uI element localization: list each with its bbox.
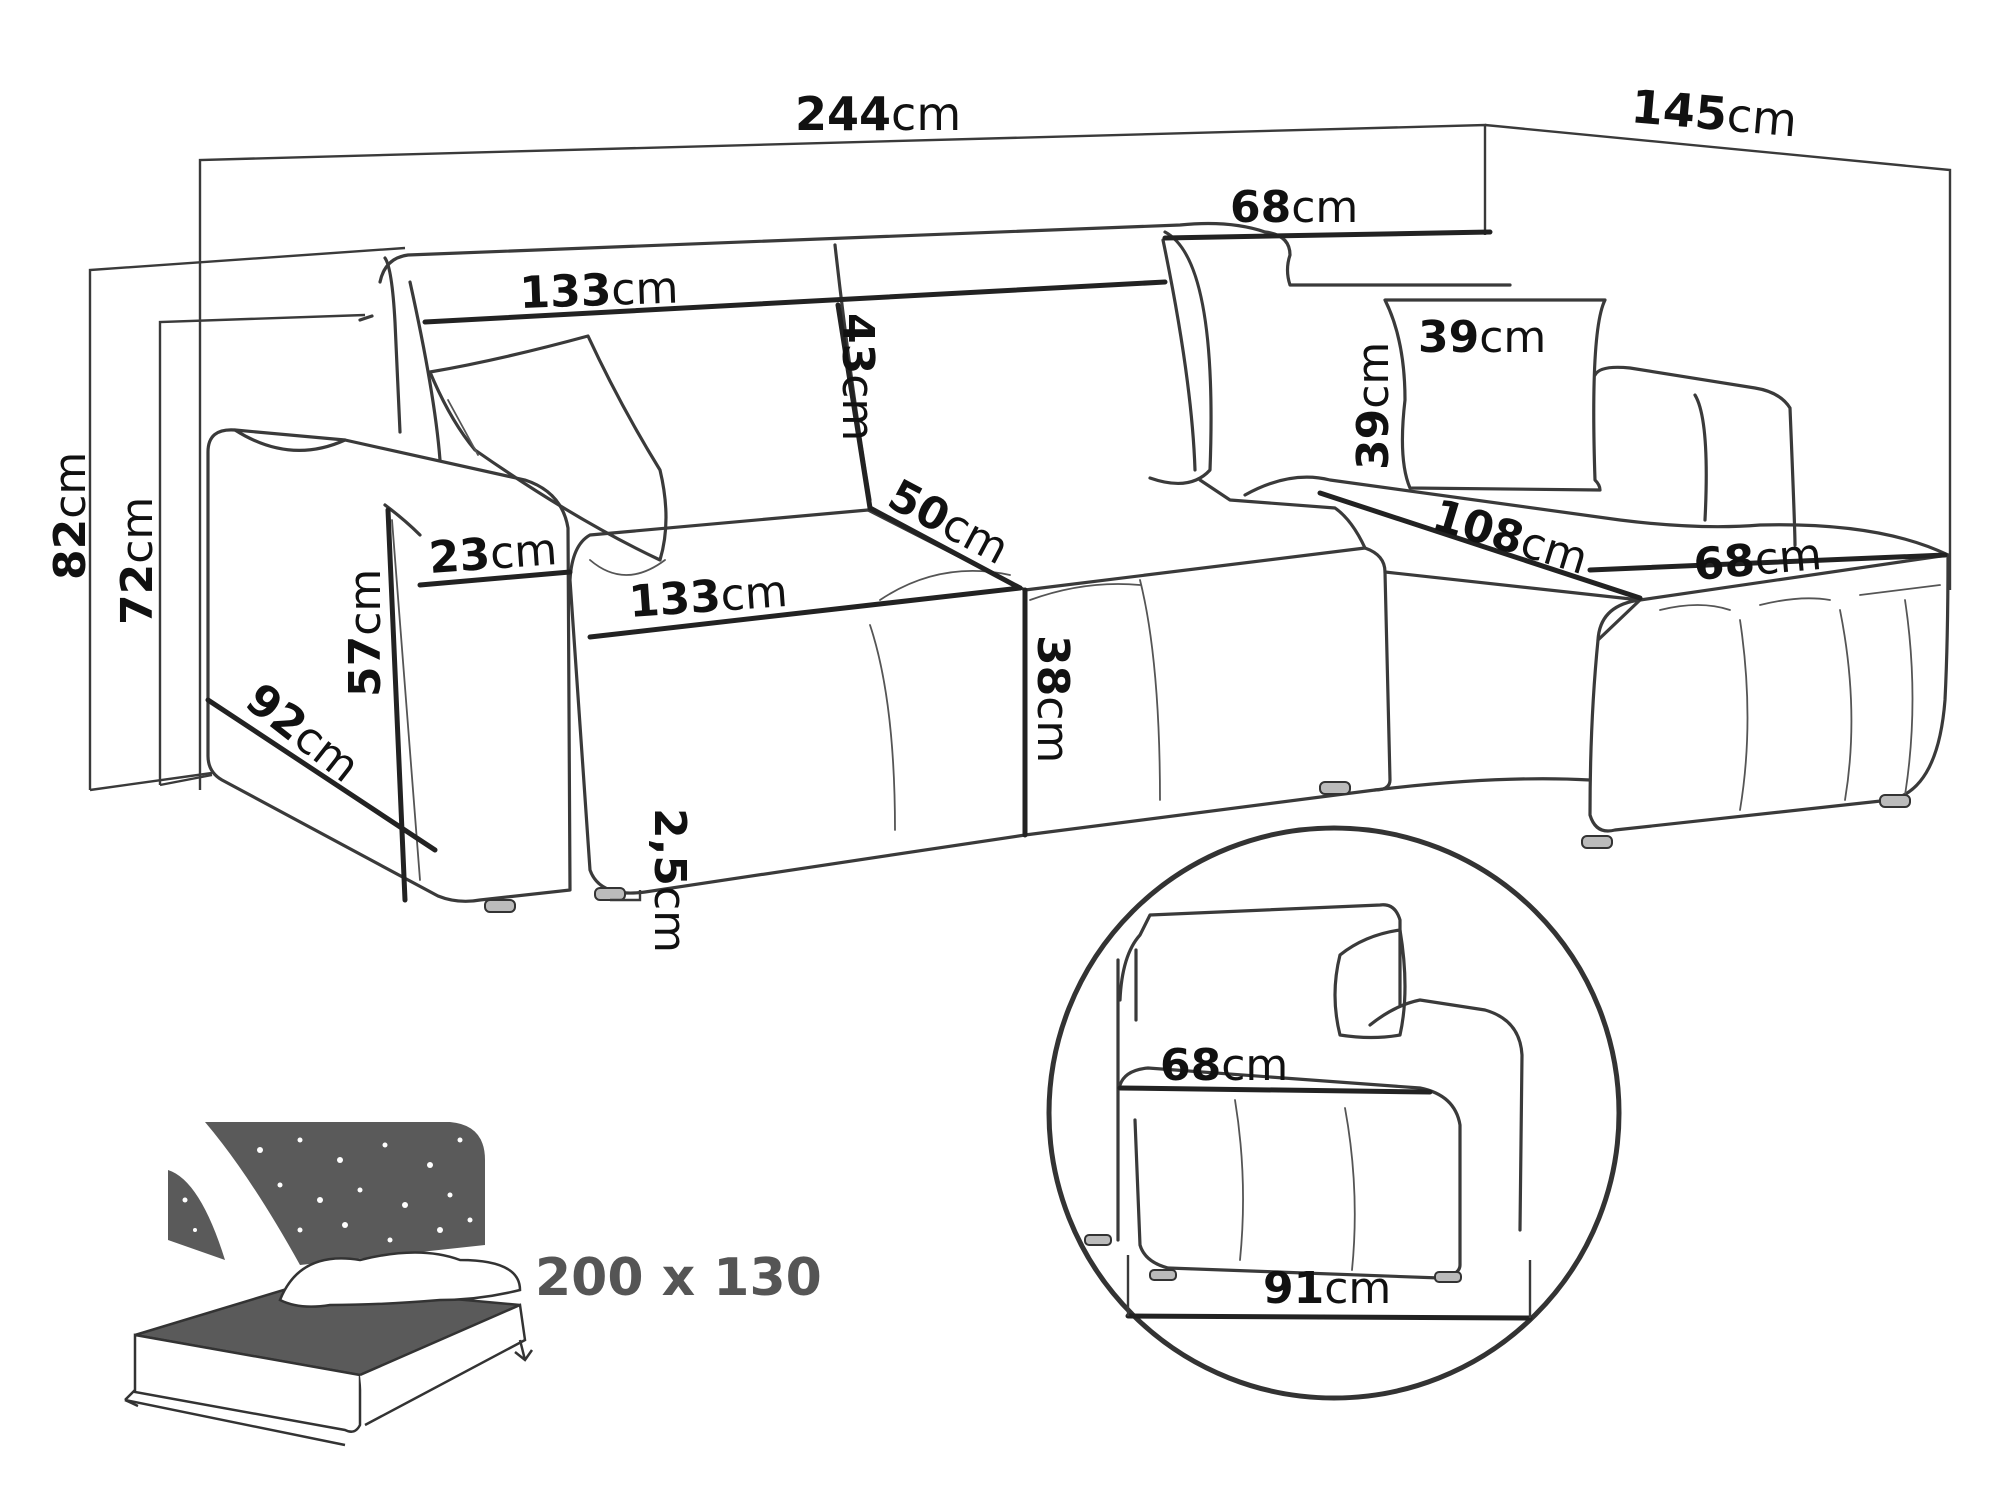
chaise-width-label: 68cm bbox=[1692, 529, 1824, 591]
right-pillow bbox=[1383, 298, 1607, 492]
star-icon bbox=[182, 1137, 473, 1243]
seat-front bbox=[568, 508, 1027, 895]
right-armrest bbox=[1593, 365, 1797, 547]
sleeping-area-label: 200 x 130 bbox=[535, 1248, 822, 1308]
pillow-height-label: 39cm bbox=[1348, 342, 1399, 470]
leg-height-label: 2,5cm bbox=[644, 808, 695, 953]
measure-lines bbox=[205, 229, 1948, 903]
backrest bbox=[378, 221, 1512, 287]
overall-guides bbox=[88, 123, 1952, 792]
seat-height-label: 38cm bbox=[1027, 635, 1078, 763]
arm-front-height-label: 57cm bbox=[340, 569, 391, 697]
sofa-drawing bbox=[206, 221, 1950, 913]
armrest-width-label: 23cm bbox=[427, 524, 559, 584]
detail-view: 68cm 91cm bbox=[1046, 825, 1622, 1401]
seat-depth-label: 50cm bbox=[880, 470, 1017, 575]
dimension-labels: 244cm 145cm 68cm 133cm 43cm 39cm 39cm 50… bbox=[45, 79, 1824, 953]
detail-width-label: 91cm bbox=[1263, 1263, 1391, 1314]
depth-right-label: 145cm bbox=[1629, 79, 1799, 147]
back-width-label: 133cm bbox=[519, 262, 680, 319]
pillow-width-label: 39cm bbox=[1418, 312, 1546, 363]
seat-width-label: 133cm bbox=[627, 566, 789, 628]
armrest-height-label: 72cm bbox=[112, 497, 163, 625]
bed-icon: 200 x 130 bbox=[124, 1122, 822, 1447]
chaise-back-width-label: 68cm bbox=[1230, 182, 1358, 233]
detail-depth-label: 68cm bbox=[1160, 1040, 1288, 1091]
back-height-label: 43cm bbox=[832, 313, 883, 441]
chaise bbox=[1243, 475, 1950, 833]
total-height-label: 82cm bbox=[45, 452, 96, 580]
total-width-label: 244cm bbox=[795, 87, 961, 141]
left-armrest bbox=[206, 428, 572, 903]
